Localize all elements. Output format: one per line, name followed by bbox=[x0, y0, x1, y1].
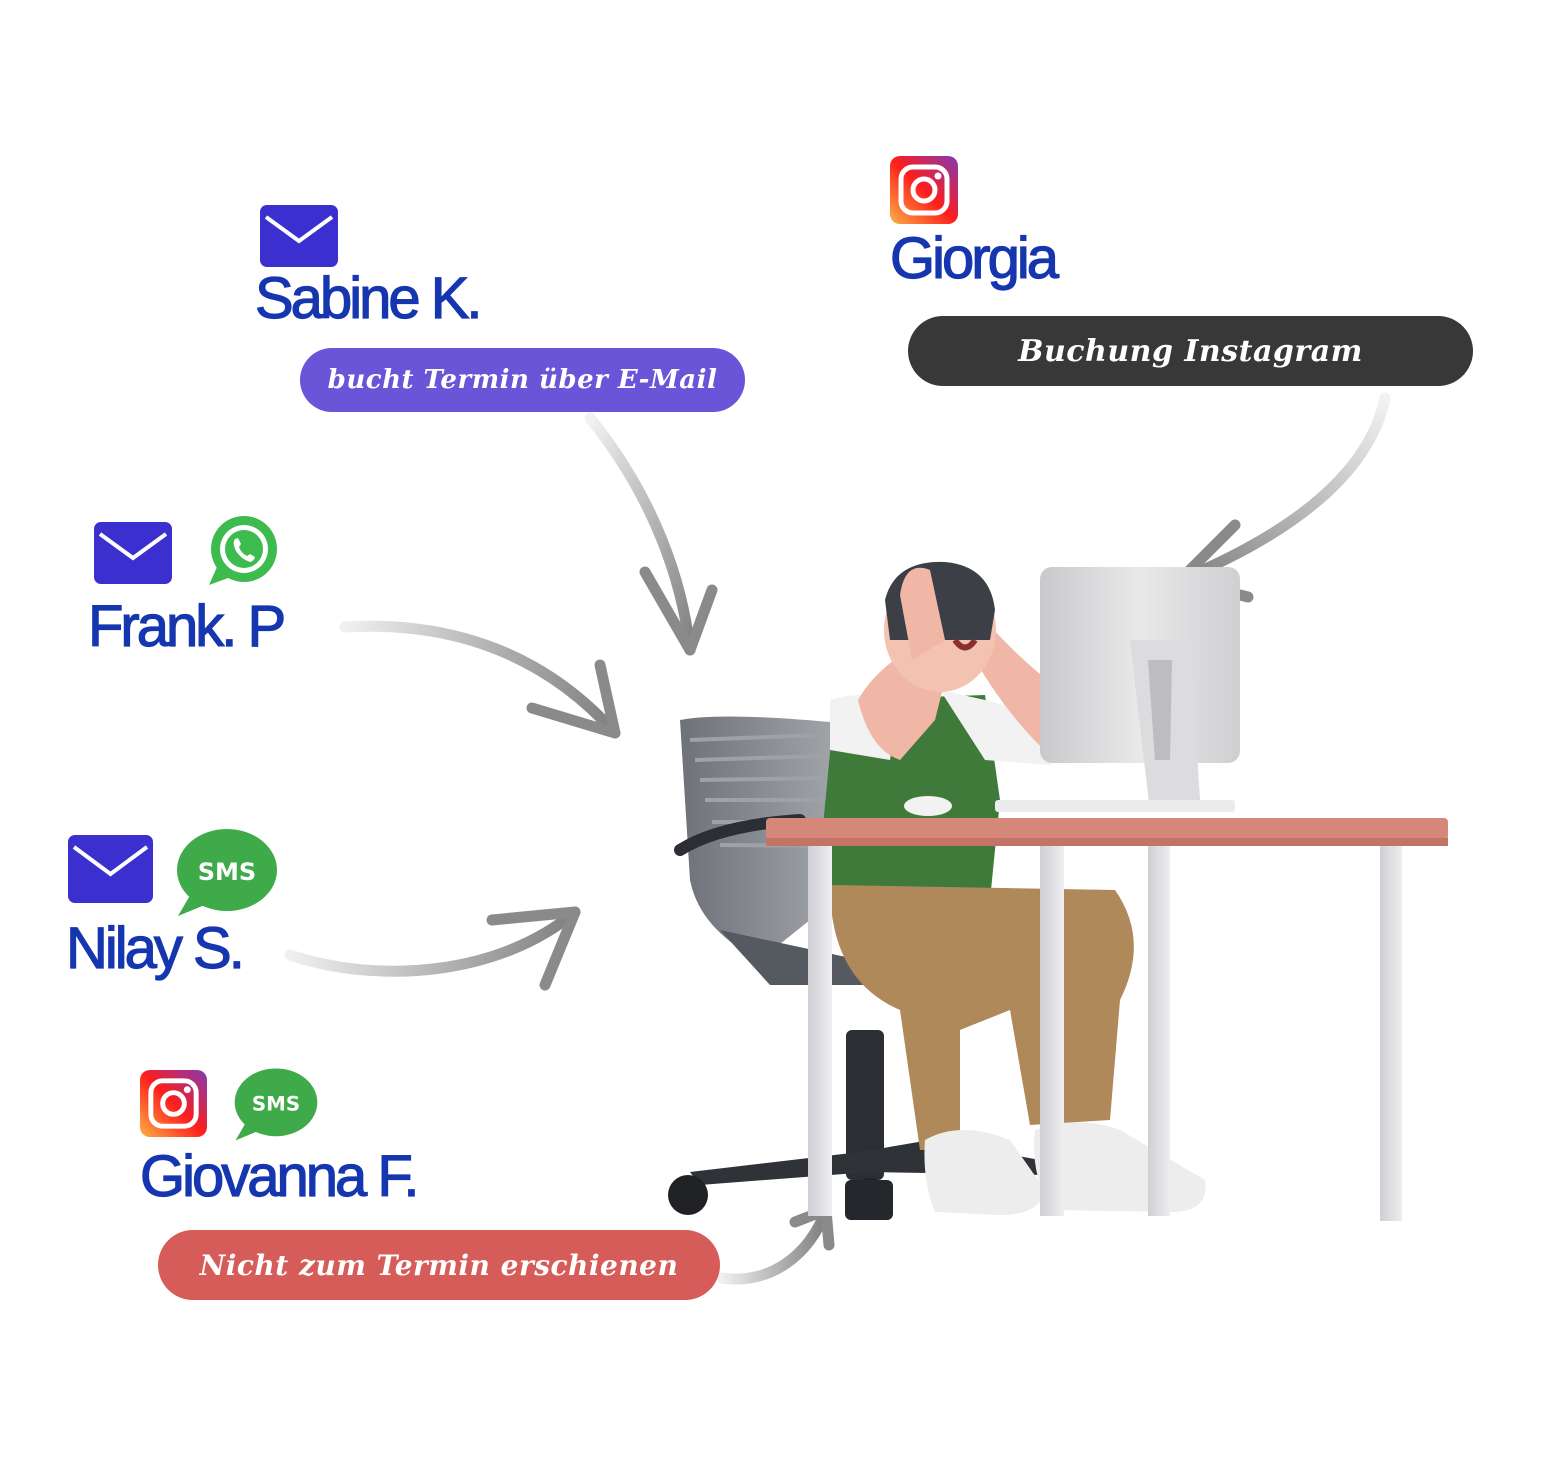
arrow-frank bbox=[339, 620, 621, 739]
monitor bbox=[995, 567, 1240, 812]
note-pill-giovanna: Nicht zum Termin erschienen bbox=[158, 1230, 720, 1300]
contact-name-nilay: Nilay S. bbox=[65, 916, 245, 981]
arrow-sabine bbox=[584, 412, 718, 656]
mail-icon bbox=[68, 835, 153, 908]
desk bbox=[766, 818, 1448, 1221]
contact-name-frank: Frank. P bbox=[87, 594, 286, 659]
mail-icon bbox=[94, 522, 172, 589]
sms-label: SMS bbox=[252, 1093, 300, 1116]
whatsapp-icon bbox=[203, 513, 283, 592]
note-pill-giorgia: Buchung Instagram bbox=[908, 316, 1473, 386]
instagram-icon bbox=[890, 156, 958, 229]
mail-icon bbox=[260, 205, 338, 272]
contact-name-giovanna: Giovanna F. bbox=[139, 1144, 420, 1209]
note-pill-sabine: bucht Termin über E-Mail bbox=[300, 348, 745, 412]
contact-name-sabine: Sabine K. bbox=[254, 266, 483, 331]
instagram-icon bbox=[140, 1070, 207, 1142]
sms-label: SMS bbox=[198, 858, 256, 886]
sms-icon: SMS bbox=[176, 826, 278, 923]
sms-icon: SMS bbox=[232, 1066, 320, 1147]
contact-name-giorgia: Giorgia bbox=[889, 226, 1059, 291]
arrow-nilay bbox=[284, 906, 581, 991]
